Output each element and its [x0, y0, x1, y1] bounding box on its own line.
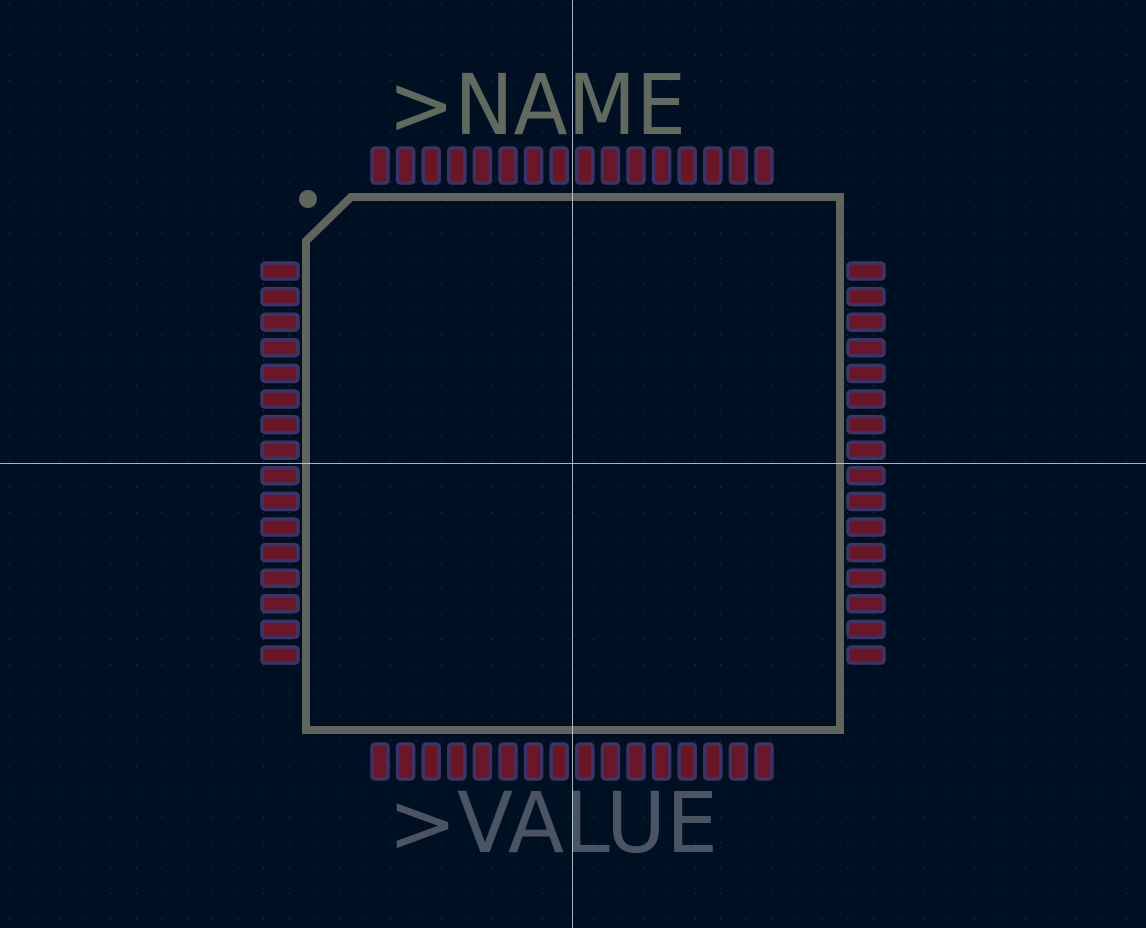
pad-bottom[interactable]: [472, 742, 493, 781]
pad-right[interactable]: [846, 312, 886, 332]
pad-right[interactable]: [846, 261, 886, 281]
pad-top[interactable]: [651, 146, 672, 185]
pad-top[interactable]: [677, 146, 697, 185]
pad-left[interactable]: [260, 594, 300, 614]
pad-right[interactable]: [846, 286, 886, 307]
pad-bottom[interactable]: [421, 742, 441, 781]
pad-top[interactable]: [447, 146, 467, 185]
pad-top[interactable]: [421, 146, 441, 185]
pad-bottom[interactable]: [575, 742, 595, 781]
pad-top[interactable]: [549, 146, 569, 185]
pad-row-top: [370, 146, 774, 185]
footprint-name-label[interactable]: >NAME: [388, 56, 686, 154]
pin1-marker-dot: [299, 190, 317, 208]
pad-top[interactable]: [626, 146, 646, 185]
pad-bottom[interactable]: [523, 742, 544, 781]
pad-right[interactable]: [846, 645, 886, 665]
pad-bottom[interactable]: [703, 742, 723, 781]
pad-top[interactable]: [395, 146, 416, 185]
pad-top[interactable]: [498, 146, 518, 185]
pad-bottom[interactable]: [370, 742, 390, 781]
pad-left[interactable]: [260, 645, 300, 665]
pad-right[interactable]: [846, 594, 886, 614]
pad-bottom[interactable]: [651, 742, 672, 781]
pad-left[interactable]: [260, 286, 300, 307]
pad-left[interactable]: [260, 363, 300, 384]
pad-top[interactable]: [523, 146, 544, 185]
pad-top[interactable]: [754, 146, 774, 185]
pad-bottom[interactable]: [549, 742, 569, 781]
pad-top[interactable]: [728, 146, 749, 185]
pad-right[interactable]: [846, 389, 886, 409]
pad-left[interactable]: [260, 517, 300, 537]
pad-right[interactable]: [846, 542, 886, 563]
pad-right[interactable]: [846, 568, 886, 588]
pad-bottom[interactable]: [600, 742, 621, 781]
pad-top[interactable]: [575, 146, 595, 185]
pad-bottom[interactable]: [728, 742, 749, 781]
pad-left[interactable]: [260, 389, 300, 409]
pad-left[interactable]: [260, 261, 300, 281]
pad-right[interactable]: [846, 338, 886, 358]
pad-right[interactable]: [846, 517, 886, 537]
pad-right[interactable]: [846, 363, 886, 384]
pad-left[interactable]: [260, 338, 300, 358]
pad-top[interactable]: [703, 146, 723, 185]
pad-top[interactable]: [600, 146, 621, 185]
pad-right[interactable]: [846, 440, 886, 460]
pad-bottom[interactable]: [498, 742, 518, 781]
pad-bottom[interactable]: [395, 742, 416, 781]
pad-column-right: [846, 261, 886, 665]
pad-left[interactable]: [260, 440, 300, 460]
pad-left[interactable]: [260, 542, 300, 563]
pad-left[interactable]: [260, 466, 300, 486]
pad-left[interactable]: [260, 414, 300, 435]
pad-top[interactable]: [472, 146, 493, 185]
pad-right[interactable]: [846, 414, 886, 435]
pad-right[interactable]: [846, 466, 886, 486]
pad-column-left: [260, 261, 300, 665]
pad-bottom[interactable]: [447, 742, 467, 781]
pad-left[interactable]: [260, 619, 300, 640]
pad-bottom[interactable]: [626, 742, 646, 781]
pad-left[interactable]: [260, 312, 300, 332]
pad-right[interactable]: [846, 491, 886, 512]
pad-right[interactable]: [846, 619, 886, 640]
footprint-value-label[interactable]: >VALUE: [388, 774, 718, 872]
pad-left[interactable]: [260, 491, 300, 512]
pad-row-bottom: [370, 742, 774, 781]
pad-top[interactable]: [370, 146, 390, 185]
pad-bottom[interactable]: [677, 742, 697, 781]
pad-bottom[interactable]: [754, 742, 774, 781]
pad-left[interactable]: [260, 568, 300, 588]
